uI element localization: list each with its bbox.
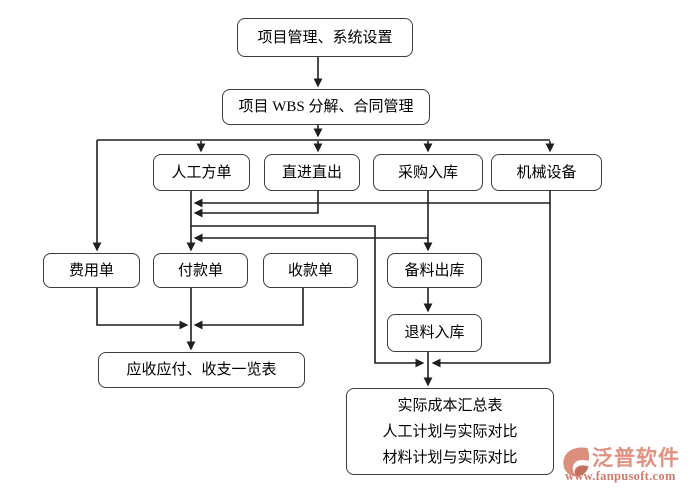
node-actual-cost-summary: 实际成本汇总表 人工计划与实际对比 材料计划与实际对比 (346, 388, 554, 475)
node-expense-bill: 费用单 (43, 253, 140, 288)
node-direct-in-out: 直进直出 (264, 154, 360, 191)
fanpu-logo-icon (563, 447, 590, 477)
node-material-return: 退料入库 (387, 314, 482, 352)
node-ar-ap-summary-list: 应收应付、收支一览表 (98, 352, 305, 388)
fanpu-watermark: 泛普软件 www.fanpusoft.com (560, 443, 692, 489)
node-labor-order: 人工方单 (153, 154, 250, 191)
brand-url: www.fanpusoft.com (565, 469, 676, 483)
node-purchase-inbound: 采购入库 (373, 154, 483, 191)
cost-summary-line-3: 材料计划与实际对比 (382, 449, 518, 466)
node-receipt-bill: 收款单 (263, 253, 358, 288)
arrow-labor-branch-to-cost (191, 225, 425, 368)
brand-name: 泛普软件 (592, 446, 680, 470)
arrow-expense-to-summary (96, 288, 189, 330)
cost-summary-line-1: 实际成本汇总表 (397, 397, 503, 414)
node-machinery-equipment: 机械设备 (491, 154, 602, 191)
cost-summary-line-2: 人工计划与实际对比 (382, 423, 518, 440)
node-payment-bill: 付款单 (153, 253, 248, 288)
node-wbs-contract-management: 项目 WBS 分解、合同管理 (222, 89, 430, 125)
arrow-direct-to-payment (193, 191, 319, 218)
node-project-system-settings: 项目管理、系统设置 (237, 18, 413, 57)
node-material-issue: 备料出库 (387, 253, 482, 288)
arrow-receipt-to-summary (193, 288, 304, 330)
